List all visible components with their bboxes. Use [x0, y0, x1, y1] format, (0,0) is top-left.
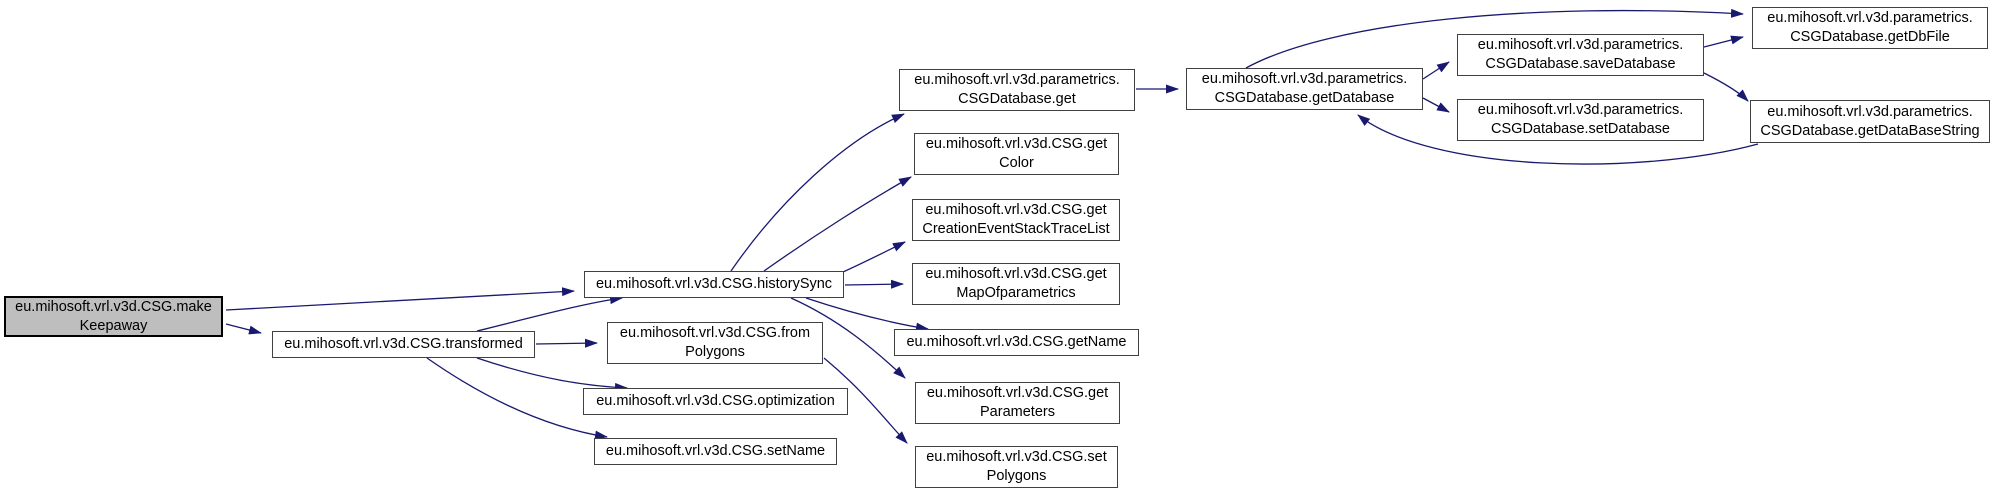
graph-node-getDbFile[interactable]: eu.mihosoft.vrl.v3d.parametrics. CSGDatab…	[1752, 7, 1988, 49]
graph-node-setName[interactable]: eu.mihosoft.vrl.v3d.CSG.setName	[594, 438, 837, 465]
graph-node-setDatabase[interactable]: eu.mihosoft.vrl.v3d.parametrics. CSGDatab…	[1457, 99, 1704, 141]
node-label-line: eu.mihosoft.vrl.v3d.CSG.historySync	[595, 276, 833, 292]
graph-edge-transformed-optimization	[476, 357, 628, 392]
node-label-line: CSGDatabase.getDataBaseString	[1760, 122, 1980, 139]
graph-edge-transformed-setName	[426, 357, 608, 440]
node-label-line: eu.mihosoft.vrl.v3d.CSG.get	[925, 202, 1107, 218]
node-label-line: CreationEventStackTraceList	[922, 221, 1110, 237]
node-label-line: eu.mihosoft.vrl.v3d.CSG.set	[926, 449, 1107, 465]
node-label-line: eu.mihosoft.vrl.v3d.CSG.make	[15, 298, 212, 315]
node-label-line: eu.mihosoft.vrl.v3d.parametrics.	[1477, 102, 1684, 118]
graph-node-historySync[interactable]: eu.mihosoft.vrl.v3d.CSG.historySync	[584, 271, 844, 298]
graph-edge-getDatabase-saveDatabase	[1422, 61, 1450, 80]
graph-node-transformed[interactable]: eu.mihosoft.vrl.v3d.CSG.transformed	[272, 331, 535, 358]
node-label-line: eu.mihosoft.vrl.v3d.CSG.optimization	[596, 393, 835, 409]
node-label-line: eu.mihosoft.vrl.v3d.CSG.get	[925, 136, 1108, 152]
graph-node-getName[interactable]: eu.mihosoft.vrl.v3d.CSG.getName	[894, 329, 1139, 356]
graph-edge-makeKeepaway-historySync	[225, 287, 575, 311]
graph-edge-transformed-historySync	[476, 295, 623, 332]
node-label-line: eu.mihosoft.vrl.v3d.CSG.setName	[605, 443, 826, 459]
graph-edge-historySync-getName	[805, 297, 929, 332]
node-label-line: CSGDatabase.saveDatabase	[1485, 56, 1676, 72]
graph-edge-getDataBaseString-getDatabase	[1357, 114, 1759, 165]
node-label-line: eu.mihosoft.vrl.v3d.CSG.get	[926, 385, 1109, 401]
graph-edge-historySync-getMap	[844, 279, 904, 289]
graph-node-optimization[interactable]: eu.mihosoft.vrl.v3d.CSG.optimization	[583, 388, 848, 415]
node-label-line: Keepaway	[79, 317, 148, 334]
node-label-line: eu.mihosoft.vrl.v3d.CSG.transformed	[284, 336, 523, 352]
node-label-line: CSGDatabase.get	[958, 91, 1076, 107]
graph-node-dbGet[interactable]: eu.mihosoft.vrl.v3d.parametrics. CSGDatab…	[899, 69, 1135, 111]
node-label-line: eu.mihosoft.vrl.v3d.parametrics.	[914, 72, 1120, 88]
graph-edge-historySync-dbGet	[730, 113, 905, 272]
graph-edge-historySync-getCreation	[842, 241, 906, 273]
graph-edge-transformed-fromPolygons	[535, 338, 598, 348]
node-label-line: CSGDatabase.getDbFile	[1790, 29, 1950, 45]
node-label-line: eu.mihosoft.vrl.v3d.CSG.getName	[906, 334, 1127, 350]
node-label-line: CSGDatabase.setDatabase	[1491, 121, 1670, 137]
graph-node-saveDatabase[interactable]: eu.mihosoft.vrl.v3d.parametrics. CSGDatab…	[1457, 34, 1704, 76]
graph-edge-fromPolygons-setPolygons	[823, 357, 908, 444]
graph-edge-makeKeepaway-transformed	[225, 323, 262, 335]
graph-node-getDataBaseString[interactable]: eu.mihosoft.vrl.v3d.parametrics. CSGDatab…	[1750, 100, 1990, 143]
node-label-line: Polygons	[685, 344, 745, 360]
graph-node-getDatabase[interactable]: eu.mihosoft.vrl.v3d.parametrics. CSGDatab…	[1186, 68, 1423, 110]
node-label-line: Parameters	[980, 404, 1055, 420]
graph-edge-historySync-getParameters	[790, 297, 906, 379]
graph-edge-getDatabase-getDbFile	[1245, 8, 1744, 69]
node-label-line: eu.mihosoft.vrl.v3d.parametrics.	[1767, 10, 1973, 26]
node-label-line: Polygons	[986, 468, 1047, 484]
graph-edge-getDatabase-setDatabase	[1422, 97, 1450, 113]
node-label-line: eu.mihosoft.vrl.v3d.CSG.get	[925, 266, 1107, 282]
node-label-line: CSGDatabase.getDatabase	[1214, 90, 1395, 106]
graph-edge-saveDatabase-getDataBaseString	[1703, 72, 1749, 102]
node-label-line: eu.mihosoft.vrl.v3d.CSG.from	[619, 325, 811, 341]
node-label-line: eu.mihosoft.vrl.v3d.parametrics.	[1767, 103, 1973, 120]
graph-edge-historySync-getColor	[763, 176, 912, 272]
graph-edge-saveDatabase-getDbFile	[1703, 35, 1744, 48]
node-label-line: eu.mihosoft.vrl.v3d.parametrics.	[1477, 37, 1684, 53]
node-label-line: eu.mihosoft.vrl.v3d.parametrics.	[1201, 71, 1408, 87]
node-label-line: Color	[999, 155, 1034, 171]
node-label-line: MapOfparametrics	[956, 285, 1076, 301]
